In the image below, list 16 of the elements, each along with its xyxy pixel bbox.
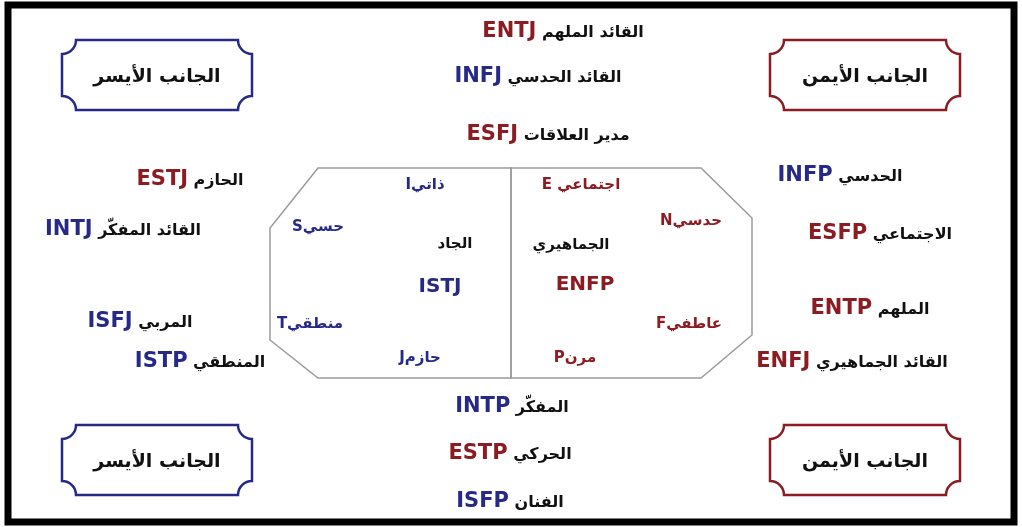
type-code: ENFP — [555, 271, 615, 295]
side-title: الجانب الأيمن — [802, 449, 928, 471]
trait-label: عاطفيF — [655, 314, 723, 332]
trait-label: منطقيT — [276, 314, 344, 332]
trait-label: الجماهيري — [532, 235, 610, 253]
trait-label: مرنP — [553, 348, 597, 366]
side-title: الجانب الأيمن — [802, 64, 928, 86]
side-title: الجانب الأيسر — [93, 64, 221, 86]
side-title: الجانب الأيسر — [93, 449, 221, 471]
trait-label: حسيS — [291, 217, 345, 235]
trait-label: اجتماعي E — [541, 175, 621, 193]
trait-label: حدسيN — [660, 211, 722, 229]
type-code: ISTJ — [418, 273, 462, 297]
trait-label: الجاد — [437, 234, 473, 252]
trait-label: حازمJ — [399, 348, 441, 366]
trait-label: ذاتيI — [405, 175, 445, 193]
